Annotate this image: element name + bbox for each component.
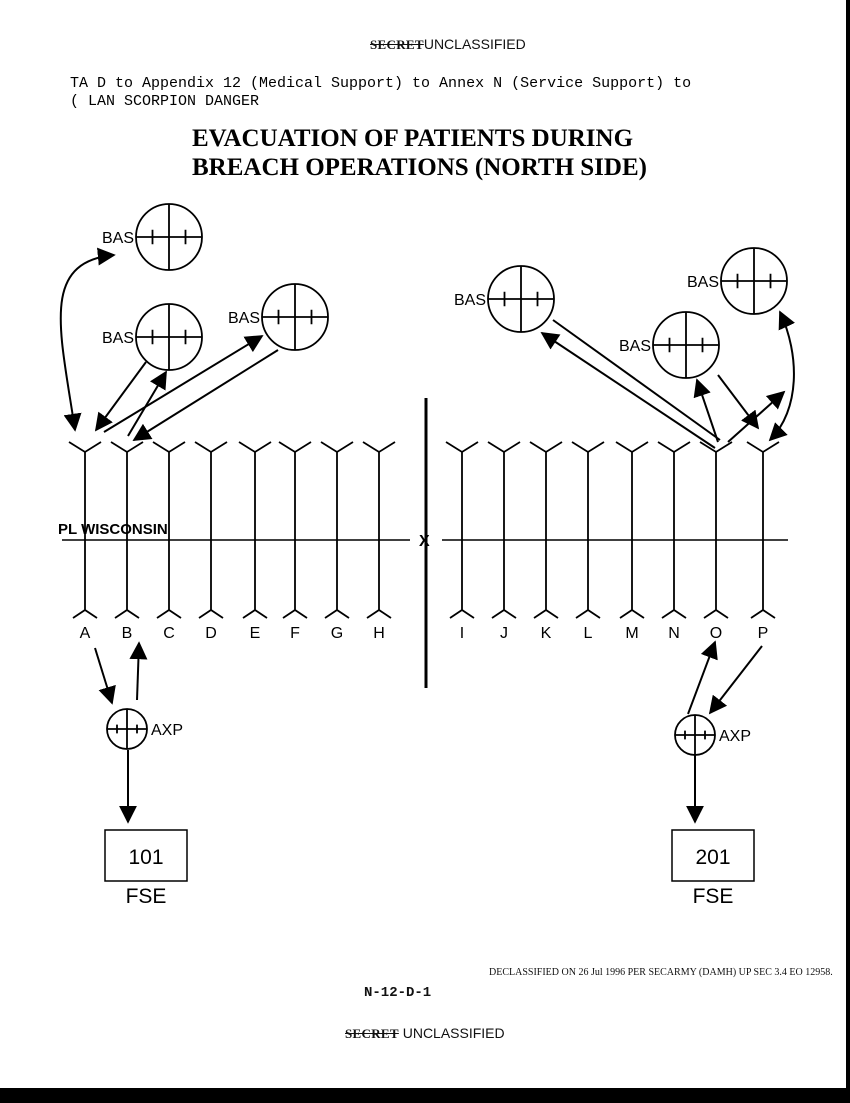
bas-top-left-label: BAS bbox=[102, 230, 134, 247]
breach-lanes bbox=[68, 441, 780, 619]
bas-mid-right-label: BAS bbox=[619, 338, 651, 355]
bas-right-left-cross bbox=[262, 284, 328, 350]
arrow-axp-to-b bbox=[129, 641, 148, 701]
bas-left-right-label: BAS bbox=[454, 292, 486, 309]
arrow-bas-mid-to-a bbox=[94, 361, 147, 432]
scan-edge-bottom bbox=[0, 1088, 850, 1103]
lane-f bbox=[278, 441, 312, 619]
phase-line-label: PL WISCONSIN bbox=[58, 521, 168, 538]
header-line-2: ( LAN SCORPION DANGER bbox=[70, 93, 260, 110]
lane-label-h: H bbox=[373, 625, 385, 642]
lane-a bbox=[68, 441, 102, 619]
top-old-marking: SECRET bbox=[370, 37, 424, 52]
lane-j bbox=[487, 441, 521, 619]
lane-label-n: N bbox=[668, 625, 680, 642]
arrow-b-to-bas-mid bbox=[127, 370, 167, 437]
unit-label-fse-left: FSE bbox=[126, 885, 167, 908]
arrow-bas-upper-to-p bbox=[768, 310, 795, 442]
lane-label-j: J bbox=[500, 625, 508, 642]
arrow-o-to-bas-left bbox=[540, 332, 716, 449]
bas-top-right-label: BAS bbox=[687, 274, 719, 291]
bottom-classification: SECRET UNCLASSIFIED bbox=[345, 1025, 505, 1042]
arrow-bas-mid-to-p bbox=[717, 374, 760, 430]
lane-label-d: D bbox=[205, 625, 217, 642]
bas-mid-left-cross bbox=[136, 304, 202, 370]
bas-top-right bbox=[720, 247, 788, 315]
lane-label-e: E bbox=[250, 625, 261, 642]
bottom-new-marking: UNCLASSIFIED bbox=[402, 1025, 505, 1041]
axp-right-label: AXP bbox=[719, 728, 751, 745]
arrow-o-to-bas-mid bbox=[693, 378, 719, 443]
axp-left-cross bbox=[107, 709, 147, 749]
lane-label-k: K bbox=[541, 625, 552, 642]
lane-h bbox=[362, 441, 396, 619]
declassification-stamp: DECLASSIFIED ON 26 Jul 1996 PER SECARMY … bbox=[489, 967, 833, 978]
lane-c bbox=[152, 441, 186, 619]
lane-l bbox=[571, 441, 605, 619]
arrow-a-to-axp bbox=[94, 647, 116, 705]
bas-mid-left bbox=[135, 303, 203, 371]
title-line-1: EVACUATION OF PATIENTS DURING bbox=[192, 125, 634, 152]
scan-edge-right bbox=[846, 0, 850, 1103]
center-marker: X bbox=[419, 533, 430, 550]
bas-mid-right-cross bbox=[653, 312, 719, 378]
axp-left bbox=[106, 708, 148, 750]
lane-labels: A B C D E F G H I J K L M N O P bbox=[80, 625, 769, 642]
axp-left-label: AXP bbox=[151, 722, 183, 739]
unit-number-201: 201 bbox=[695, 846, 730, 869]
header-line-1: TA D to Appendix 12 (Medical Support) to… bbox=[70, 75, 692, 92]
lane-label-a: A bbox=[80, 625, 91, 642]
lane-label-f: F bbox=[290, 625, 300, 642]
bas-left-right bbox=[487, 265, 555, 333]
arrow-bas-left-to-o bbox=[552, 319, 721, 441]
unit-label-fse-right: FSE bbox=[693, 885, 734, 908]
top-classification: SECRETUNCLASSIFIED bbox=[370, 36, 526, 53]
bas-right-left-label: BAS bbox=[228, 310, 260, 327]
lane-label-m: M bbox=[625, 625, 638, 642]
lane-label-g: G bbox=[331, 625, 343, 642]
bas-right-left bbox=[261, 283, 329, 351]
page-number: N-12-D-1 bbox=[364, 985, 432, 1001]
lane-n bbox=[657, 441, 691, 619]
unit-box-201 bbox=[671, 829, 755, 882]
bas-mid-right bbox=[652, 311, 720, 379]
bas-top-right-cross bbox=[721, 248, 787, 314]
lane-d bbox=[194, 441, 228, 619]
arrow-a-bas-top bbox=[59, 247, 116, 432]
arrow-a-to-bas-right bbox=[103, 335, 264, 433]
unit-number-101: 101 bbox=[128, 846, 163, 869]
arrow-axp-to-o bbox=[687, 640, 718, 715]
top-new-marking: UNCLASSIFIED bbox=[423, 36, 526, 52]
bas-top-left-cross bbox=[136, 204, 202, 270]
arrow-bas-right-to-b bbox=[132, 349, 279, 441]
diagram-title: EVACUATION OF PATIENTS DURING BREACH OPE… bbox=[192, 124, 647, 182]
lane-label-b: B bbox=[122, 625, 133, 642]
evacuation-arrows bbox=[59, 247, 795, 824]
arrow-p-to-axp bbox=[708, 645, 763, 715]
bottom-old-marking: SECRET bbox=[345, 1026, 399, 1041]
lane-label-i: I bbox=[460, 625, 464, 642]
bas-left-right-cross bbox=[488, 266, 554, 332]
lane-label-c: C bbox=[163, 625, 175, 642]
axp-right-cross bbox=[675, 715, 715, 755]
unit-box-101 bbox=[104, 829, 188, 882]
lane-label-p: P bbox=[758, 625, 769, 642]
medical-symbols: BAS BAS BAS BAS BAS BAS AXP AXP bbox=[102, 203, 788, 756]
lane-k bbox=[529, 441, 563, 619]
lane-e bbox=[238, 441, 272, 619]
lane-label-l: L bbox=[584, 625, 593, 642]
bas-top-left bbox=[135, 203, 203, 271]
title-line-2: BREACH OPERATIONS (NORTH SIDE) bbox=[192, 154, 647, 181]
lane-g bbox=[320, 441, 354, 619]
lane-o bbox=[699, 441, 733, 619]
lane-i bbox=[445, 441, 479, 619]
lane-p bbox=[746, 441, 780, 619]
lane-m bbox=[615, 441, 649, 619]
lane-label-o: O bbox=[710, 625, 722, 642]
bas-mid-left-label: BAS bbox=[102, 330, 134, 347]
lane-b bbox=[110, 441, 144, 619]
axp-right bbox=[674, 714, 716, 756]
